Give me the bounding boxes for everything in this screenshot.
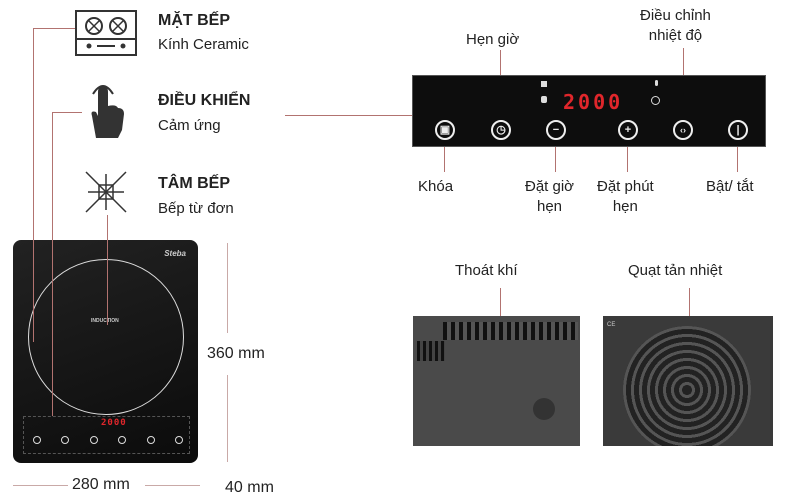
- label-lock: Khóa: [418, 178, 454, 195]
- feature-title-surface: MẶT BẾP: [158, 12, 230, 29]
- depth-dimension: 40 mm: [225, 479, 274, 496]
- cooktop-display: 2000: [101, 418, 127, 428]
- brand-logo: Steba: [164, 249, 186, 258]
- power-icon: [174, 436, 183, 444]
- feature-title-zone: TÂM BẾP: [158, 175, 230, 192]
- label-power: Bật/ tắt: [706, 178, 754, 195]
- plus-button[interactable]: +: [618, 120, 638, 140]
- cooktop-buttons: [33, 436, 183, 444]
- label-hour-line1: Đặt giờ: [525, 178, 575, 195]
- plus-icon: [118, 436, 127, 444]
- width-dimension: 280 mm: [72, 476, 130, 493]
- lock-indicator-icon: [541, 96, 547, 103]
- cooking-zone-circle: [28, 259, 184, 415]
- fan-photo: CE: [603, 316, 773, 446]
- zone-label: INDUCTION: [91, 318, 119, 324]
- fan-grille: [623, 326, 751, 446]
- label-temp: Điều chỉnh nhiệt độ: [640, 6, 711, 46]
- label-hour-line2: hẹn: [537, 198, 563, 215]
- power-level-icon: [541, 81, 547, 87]
- clock-indicator-icon: [651, 96, 660, 105]
- lock-button[interactable]: ▣: [435, 120, 455, 140]
- thermometer-icon: [655, 80, 658, 86]
- power-button[interactable]: |: [728, 120, 748, 140]
- label-hour: Đặt giờ hẹn: [525, 177, 574, 217]
- timer-icon: [61, 436, 70, 444]
- label-vent: Thoát khí: [455, 262, 518, 279]
- control-strip: [23, 416, 190, 454]
- ce-mark: CE: [607, 322, 616, 328]
- minus-button[interactable]: −: [546, 120, 566, 140]
- induction-cross-icon: [84, 170, 128, 219]
- feature-title-control: ĐIỀU KHIỂN: [158, 92, 251, 109]
- foot-pad: [533, 398, 555, 420]
- feature-subtitle-zone: Bếp từ đơn: [158, 200, 234, 217]
- minus-icon: [89, 436, 98, 444]
- label-minute-line2: hẹn: [612, 198, 638, 215]
- cooktop-image: Steba INDUCTION 2000: [13, 240, 198, 463]
- timer-button[interactable]: ◷: [491, 120, 511, 140]
- control-panel: 2000 ▣ ◷ − + ‹› |: [412, 75, 766, 147]
- temp-icon: [146, 436, 155, 444]
- label-minute-line1: Đặt phút: [597, 178, 654, 195]
- label-temp-line1: Điều chỉnh: [640, 7, 711, 24]
- label-fan: Quạt tản nhiệt: [628, 262, 723, 279]
- label-timer: Hẹn giờ: [466, 31, 520, 48]
- label-minute: Đặt phút hẹn: [597, 177, 654, 217]
- feature-subtitle-surface: Kính Ceramic: [158, 36, 249, 53]
- touch-hand-icon: [82, 82, 126, 143]
- stove-icon: [75, 10, 137, 56]
- temperature-button[interactable]: ‹›: [673, 120, 693, 140]
- feature-subtitle-control: Cảm ứng: [158, 117, 221, 134]
- label-temp-line2: nhiệt độ: [648, 27, 703, 44]
- panel-display: 2000: [563, 90, 624, 114]
- height-dimension: 360 mm: [207, 345, 265, 362]
- lock-icon: [33, 436, 41, 444]
- vent-slots: [443, 322, 578, 340]
- vent-photo: [413, 316, 580, 446]
